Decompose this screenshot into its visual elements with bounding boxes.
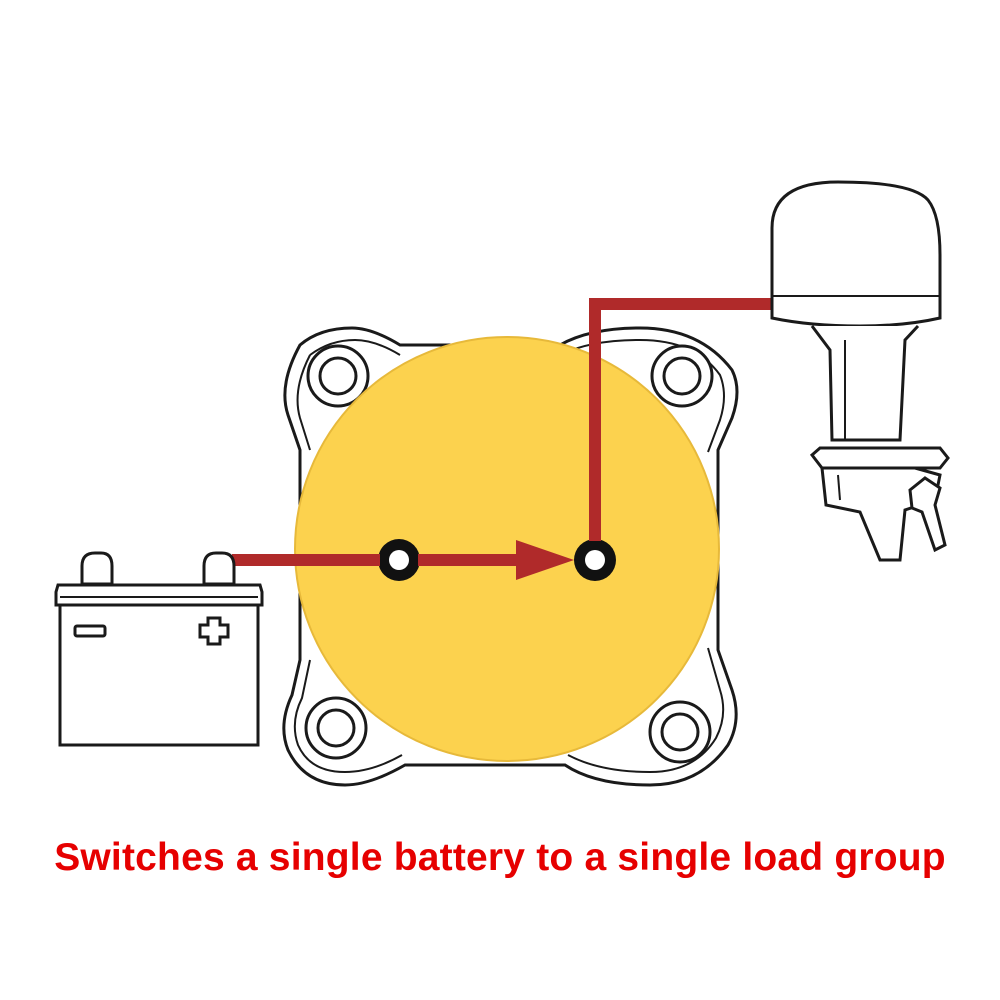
wire-switch-to-load-vertical <box>589 298 601 541</box>
minus-icon <box>73 624 107 638</box>
mount-hole-bottom-right <box>648 700 712 764</box>
battery-post-negative <box>80 551 114 586</box>
motor-cavitation-plate <box>809 446 950 470</box>
wiring <box>232 298 774 580</box>
switch-terminal-output <box>574 539 616 581</box>
battery-icon <box>54 551 264 747</box>
wire-switch-to-load-horizontal <box>589 298 774 310</box>
motor-midsection <box>810 324 920 442</box>
caption-text: Switches a single battery to a single lo… <box>54 836 946 879</box>
switch-terminal-input <box>378 539 420 581</box>
plus-icon <box>198 616 230 646</box>
wire-battery-to-switch <box>232 554 380 566</box>
motor-cowling <box>770 180 942 328</box>
mount-hole-top-right <box>650 344 714 408</box>
outboard-motor-icon <box>770 180 950 562</box>
switch-face <box>294 336 720 762</box>
mount-hole-bottom-left <box>304 696 368 760</box>
battery-switch <box>282 326 739 787</box>
motor-propeller <box>908 476 947 553</box>
switch-path-line <box>418 554 528 566</box>
battery-lid <box>54 583 264 607</box>
switch-path-arrowhead <box>516 540 574 580</box>
mount-hole-top-left <box>306 344 370 408</box>
battery-post-positive <box>202 551 236 586</box>
